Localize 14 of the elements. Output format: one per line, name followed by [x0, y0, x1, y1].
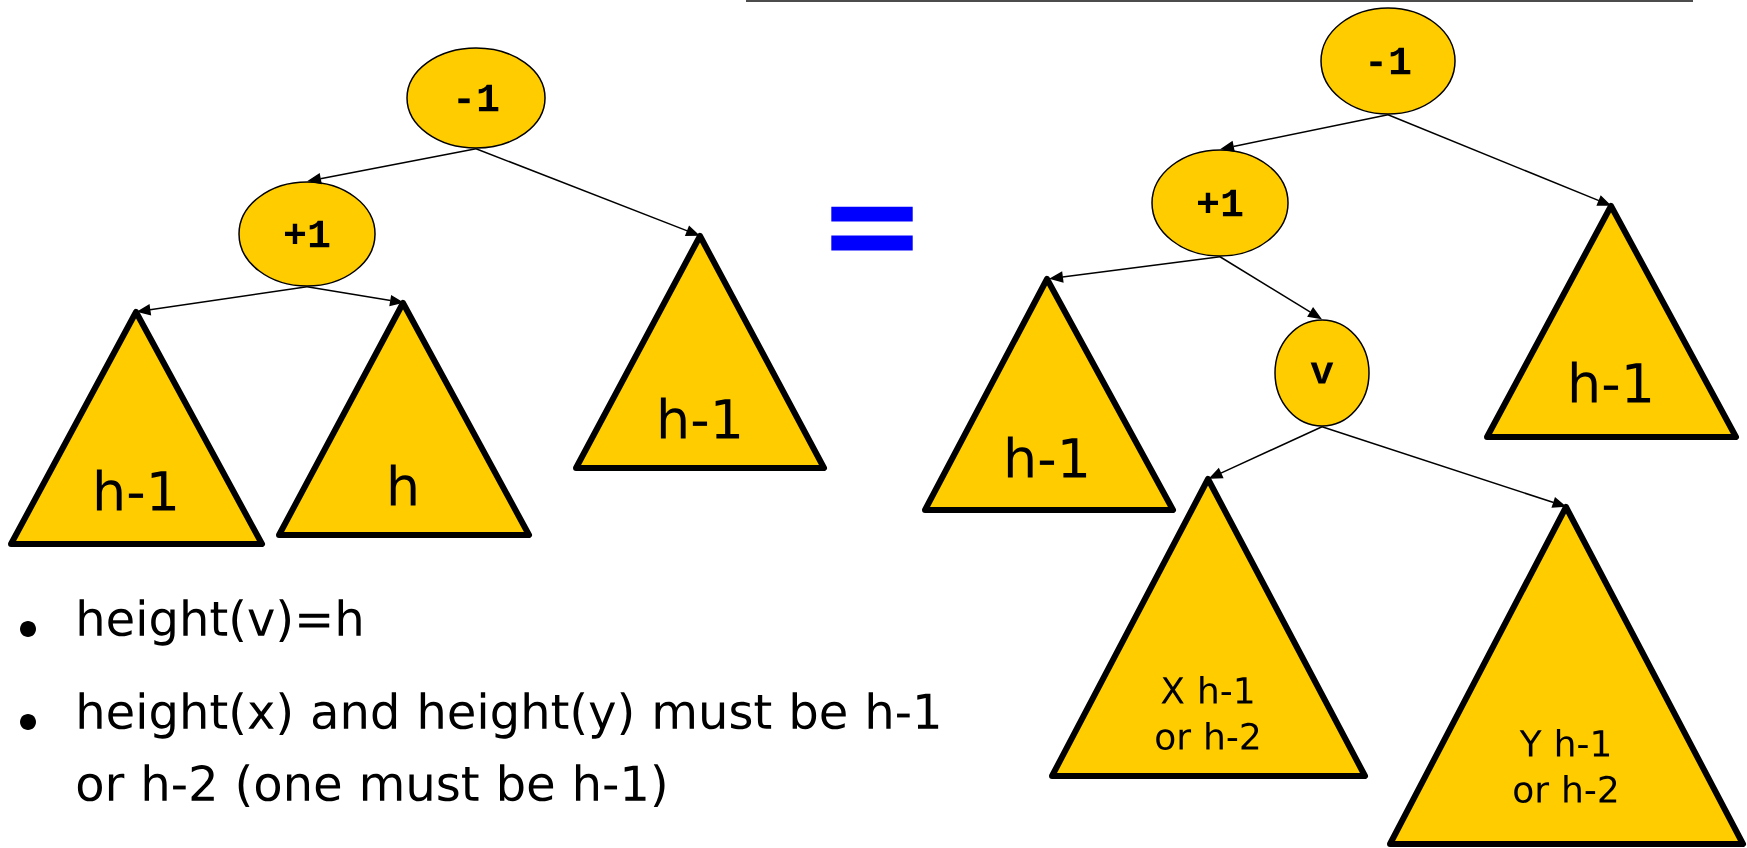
triangle-node: Y h-1 or h-2	[1387, 504, 1746, 847]
ellipse-node: +1	[238, 181, 376, 287]
ellipse-node: +1	[1151, 149, 1289, 257]
ellipse-node: -1	[406, 47, 546, 149]
equals-sign: =	[831, 206, 913, 251]
triangle-node: h-1	[1484, 203, 1739, 440]
bullet-text: height(x) and height(y) must be h-1 or h-2 (one must be h-1)	[77, 692, 939, 807]
ellipse-node: v	[1274, 319, 1370, 427]
bullet-text: height(v)=h	[79, 599, 361, 646]
triangle-node: h-1	[8, 309, 265, 547]
triangle-node: h-1	[573, 233, 827, 471]
triangle-node: h	[276, 300, 532, 538]
ellipse-node: -1	[1320, 7, 1456, 115]
triangle-node: h-1	[922, 276, 1176, 513]
